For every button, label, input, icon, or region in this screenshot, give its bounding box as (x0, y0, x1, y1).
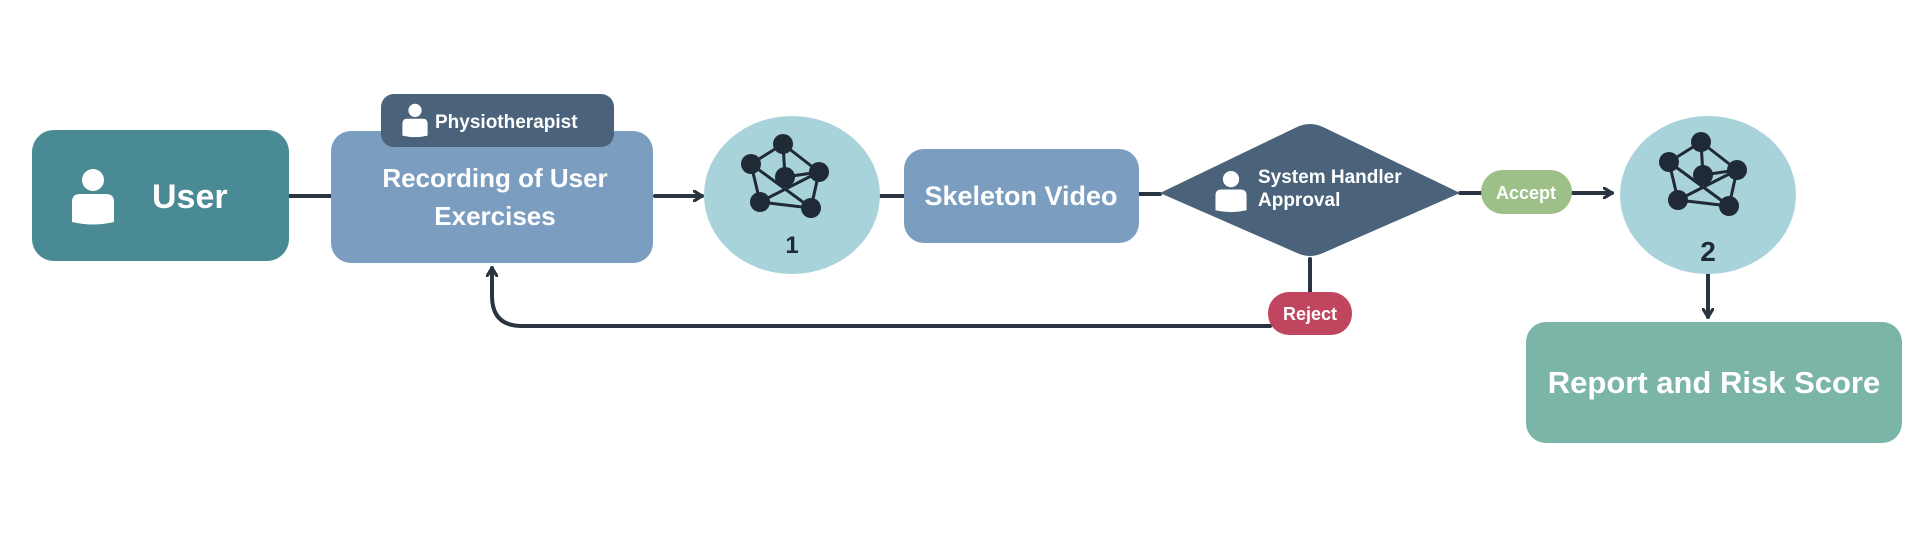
physiotherapist-tag: Physiotherapist (381, 94, 614, 147)
report-node: Report and Risk Score (1526, 322, 1902, 443)
skeleton-video-node: Skeleton Video (904, 149, 1139, 243)
skeleton-video-label: Skeleton Video (924, 181, 1117, 211)
physiotherapist-label: Physiotherapist (435, 112, 578, 133)
user-label: User (152, 178, 228, 216)
user-node: User (32, 130, 289, 261)
model-1-node: 1 (704, 116, 880, 274)
report-label: Report and Risk Score (1548, 365, 1880, 400)
recording-node: Recording of User Exercises (331, 131, 653, 263)
approval-label-line1: System Handler (1258, 167, 1402, 188)
approval-decision-node: System Handler Approval (1160, 124, 1460, 256)
model-2-number: 2 (1700, 236, 1716, 267)
approval-label-line2: Approval (1258, 190, 1340, 211)
accept-label: Accept (1496, 183, 1556, 203)
connectors (286, 193, 1708, 328)
reject-edge-label: Reject (1268, 292, 1352, 335)
edge-reject-recording (492, 266, 1272, 328)
reject-label: Reject (1283, 304, 1337, 324)
model-2-node: 2 (1620, 116, 1796, 274)
accept-edge-label: Accept (1481, 170, 1572, 214)
model-1-number: 1 (785, 232, 798, 259)
recording-label-line2: Exercises (434, 201, 555, 231)
recording-label-line1: Recording of User (382, 163, 607, 193)
